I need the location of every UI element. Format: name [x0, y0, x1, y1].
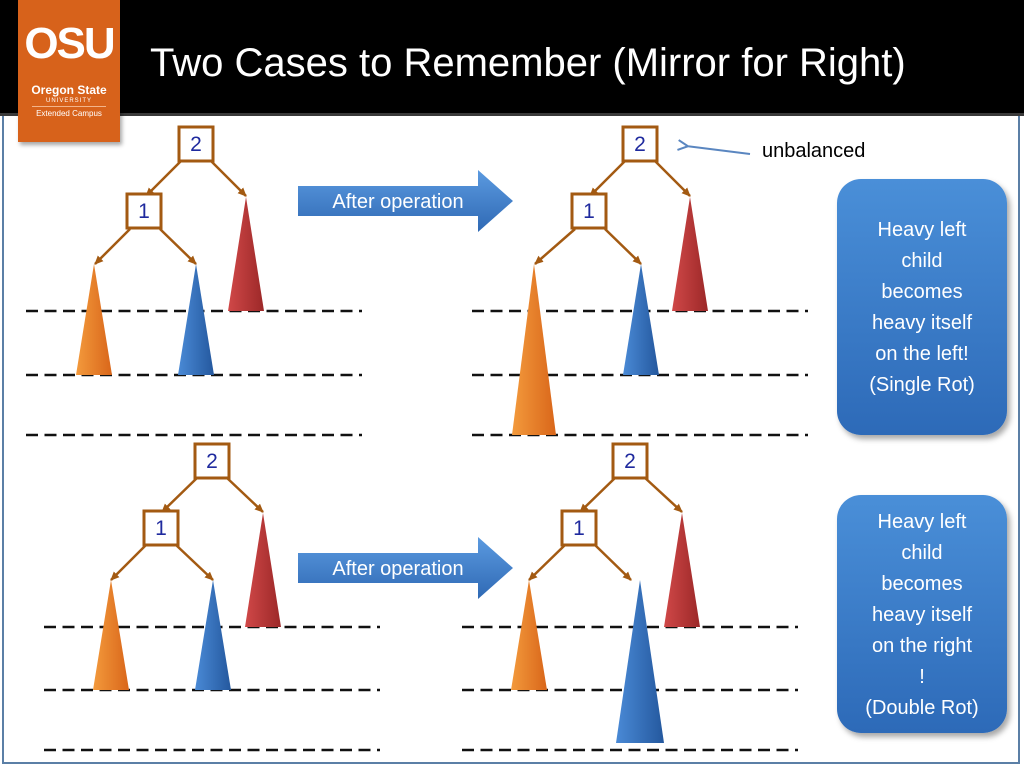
tree-edge [594, 544, 632, 581]
tree-edge [528, 544, 566, 581]
tree-edge [604, 228, 642, 265]
tree-edge [161, 476, 199, 513]
orange-subtree [512, 264, 556, 435]
blue-subtree [616, 580, 664, 743]
node-child-box [570, 192, 608, 230]
node-root-label: 2 [624, 450, 636, 473]
logo-name: Oregon State [31, 83, 107, 97]
logo-abbr: OSU [24, 19, 115, 68]
after-operation-arrow [298, 170, 513, 232]
note-line: heavy itself [871, 604, 973, 626]
node-child-label: 1 [583, 200, 595, 223]
red-subtree [664, 513, 700, 627]
node-child-box [560, 509, 598, 547]
note-double-rotation: Heavy left child becomes heavy itself on the… [837, 495, 1007, 733]
node-root-box [193, 442, 231, 480]
node-child-box [142, 509, 180, 547]
node-child-label: 1 [155, 517, 167, 540]
note-line: on the right [871, 635, 973, 657]
node-child-label: 1 [573, 517, 585, 540]
tree-edge [643, 476, 683, 513]
title-bar [0, 0, 1024, 113]
note-line: on the left! [875, 343, 969, 365]
note-line: child [901, 250, 943, 272]
node-root-label: 2 [634, 133, 646, 156]
note-line: ! [919, 666, 925, 688]
content-frame [2, 116, 1020, 764]
tree-edge [159, 228, 197, 265]
blue-subtree [178, 264, 214, 375]
red-subtree [228, 197, 264, 311]
node-root-label: 2 [206, 450, 218, 473]
blue-subtree [195, 580, 231, 690]
node-root-box [611, 442, 649, 480]
tree-edge [579, 476, 617, 513]
node-root-box [177, 125, 215, 163]
orange-subtree [76, 264, 112, 375]
unbalanced-label: unbalanced [762, 140, 865, 162]
orange-subtree [93, 580, 129, 690]
note-line: heavy itself [871, 312, 973, 334]
note-line: (Single Rot) [869, 374, 975, 396]
node-child-label: 1 [138, 200, 150, 223]
note-line: becomes [881, 573, 963, 595]
slide-title: Two Cases to Remember (Mirror for Right) [150, 41, 906, 85]
red-subtree [672, 197, 708, 311]
tree-edge [145, 159, 183, 197]
tree-edge [589, 159, 627, 197]
after-operation-arrow [298, 537, 513, 599]
note-line: becomes [881, 281, 963, 303]
after-operation-label: After operation [332, 558, 463, 580]
tree-edge [225, 476, 264, 513]
tree-edge [653, 159, 691, 197]
tree-edge [110, 544, 147, 581]
logo-campus: Extended Campus [36, 109, 102, 118]
note-single-rotation: Heavy left child becomes heavy itself on the… [837, 179, 1007, 435]
node-root-box [621, 125, 659, 163]
note-line: child [901, 542, 943, 564]
tree-edge [209, 159, 247, 197]
tree-edge [175, 544, 214, 581]
osu-logo: OSU Oregon State UNIVERSITY Extended Cam… [18, 0, 120, 142]
note-line: Heavy left [877, 219, 967, 241]
red-subtree [245, 513, 281, 627]
node-root-label: 2 [190, 133, 202, 156]
logo-divider [32, 106, 106, 107]
after-operation-label: After operation [332, 191, 463, 213]
title-bar-rule [0, 113, 1024, 116]
tree-edge [94, 228, 131, 265]
logo-university: UNIVERSITY [45, 98, 92, 104]
note-line: (Double Rot) [865, 697, 979, 719]
blue-subtree [623, 264, 659, 375]
note-line: Heavy left [877, 511, 967, 533]
unbalanced-pointer [686, 146, 751, 155]
orange-subtree [511, 580, 547, 690]
tree-edge [534, 228, 576, 265]
node-child-box [125, 192, 163, 230]
